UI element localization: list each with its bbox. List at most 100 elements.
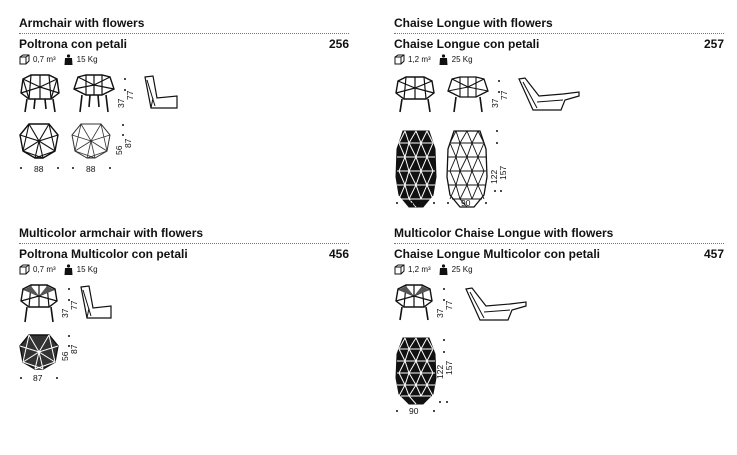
product-code: 456 [328,247,349,261]
weight-icon [64,264,73,275]
product-code: 257 [703,37,724,51]
dim-mark [439,401,441,403]
box-icon [394,54,405,65]
divider [19,33,349,34]
dim-mark [500,190,502,192]
product-code: 256 [328,37,349,51]
dim-mark [496,142,498,144]
total-height-dim: 77 [69,300,79,310]
front-view-multicolor-chair [20,284,58,323]
product-specs: 0,7 m³ 15 Kg [19,264,98,275]
product-subtitle: Poltrona con petali [19,37,128,51]
product-specs: 1,2 m³ 25 Kg [394,264,473,275]
product-subtitle: Chaise Longue Multicolor con petali [394,247,601,261]
box-icon [19,54,30,65]
product-chaise-longue-with-flowers: Chaise Longue with flowers Chaise Longue… [394,16,724,211]
dim-mark [122,124,124,126]
dim-mark [498,91,500,93]
dim-mark [396,410,398,412]
front-view-flower-chair-alt [73,74,115,113]
volume-value: 1,2 m³ [408,265,431,274]
width-dim: 87 [33,373,43,383]
total-depth-dim: 87 [123,138,133,148]
dim-mark [443,299,445,301]
dim-mark [433,410,435,412]
box-icon [19,264,30,275]
product-title: Multicolor armchair with flowers [19,226,204,240]
total-depth-dim: 157 [444,360,454,375]
dim-mark [443,351,445,353]
total-height-dim: 77 [444,300,454,310]
front-view-flower-chaise-alt [447,76,489,113]
width-dim: 90 [409,198,419,208]
product-subtitle: Poltrona Multicolor con petali [19,247,188,261]
divider [19,243,349,244]
top-view-flower-chair-alt [71,123,111,159]
width-dim: 88 [34,164,44,174]
dim-mark [72,167,74,169]
dim-mark [109,167,111,169]
top-view-flower-chaise-alt [446,130,488,208]
dim-mark [68,335,70,337]
total-height-dim: 77 [499,90,509,100]
product-specs: 0,7 m³ 15 Kg [19,54,98,65]
product-specs: 1,2 m³ 25 Kg [394,54,473,65]
weight-value: 25 Kg [451,265,473,274]
dim-mark [20,377,22,379]
weight-icon [439,264,448,275]
front-view-flower-chair [20,74,60,113]
width-dim: 90 [409,406,419,416]
weight-value: 25 Kg [451,55,473,64]
top-view-flower-chaise [395,130,437,208]
volume-value: 1,2 m³ [408,55,431,64]
weight-icon [439,54,448,65]
front-view-flower-chaise [395,76,435,113]
dim-mark [496,130,498,132]
width-dim-alt: 90 [461,198,471,208]
product-armchair-with-flowers: Armchair with flowers Poltrona con petal… [19,16,349,186]
product-title: Armchair with flowers [19,16,145,30]
dim-mark [57,167,59,169]
top-view-multicolor-chaise [395,337,437,405]
dim-mark [443,339,445,341]
side-view-chaise [518,77,580,111]
dim-mark [447,202,449,204]
volume-value: 0,7 m³ [33,55,56,64]
divider [394,33,724,34]
weight-icon [64,54,73,65]
dim-mark [56,377,58,379]
side-view-chair [144,75,178,109]
box-icon [394,264,405,275]
product-subtitle: Chaise Longue con petali [394,37,540,51]
dim-mark [433,202,435,204]
dim-mark [446,401,448,403]
weight-value: 15 Kg [76,265,98,274]
product-multicolor-chaise-longue-with-flowers: Multicolor Chaise Longue with flowers Ch… [394,226,724,421]
product-code: 457 [703,247,724,261]
width-dim-alt: 88 [86,164,96,174]
product-multicolor-armchair-with-flowers: Multicolor armchair with flowers Poltron… [19,226,349,386]
dim-mark [68,345,70,347]
dim-mark [485,202,487,204]
dim-mark [68,288,70,290]
volume-value: 0,7 m³ [33,265,56,274]
top-view-multicolor-chair [19,334,59,370]
weight-value: 15 Kg [76,55,98,64]
total-depth-dim: 87 [69,344,79,354]
dim-mark [124,89,126,91]
side-view-chaise [465,287,527,321]
top-view-flower-chair [19,123,59,159]
product-title: Chaise Longue with flowers [394,16,553,30]
dim-mark [396,202,398,204]
product-title: Multicolor Chaise Longue with flowers [394,226,614,240]
total-depth-dim: 157 [498,165,508,180]
dim-mark [494,190,496,192]
dim-mark [443,288,445,290]
front-view-multicolor-chaise [395,284,433,321]
divider [394,243,724,244]
total-height-dim: 77 [125,90,135,100]
dim-mark [68,299,70,301]
dim-mark [122,134,124,136]
side-view-chair [80,285,112,319]
dim-mark [20,167,22,169]
